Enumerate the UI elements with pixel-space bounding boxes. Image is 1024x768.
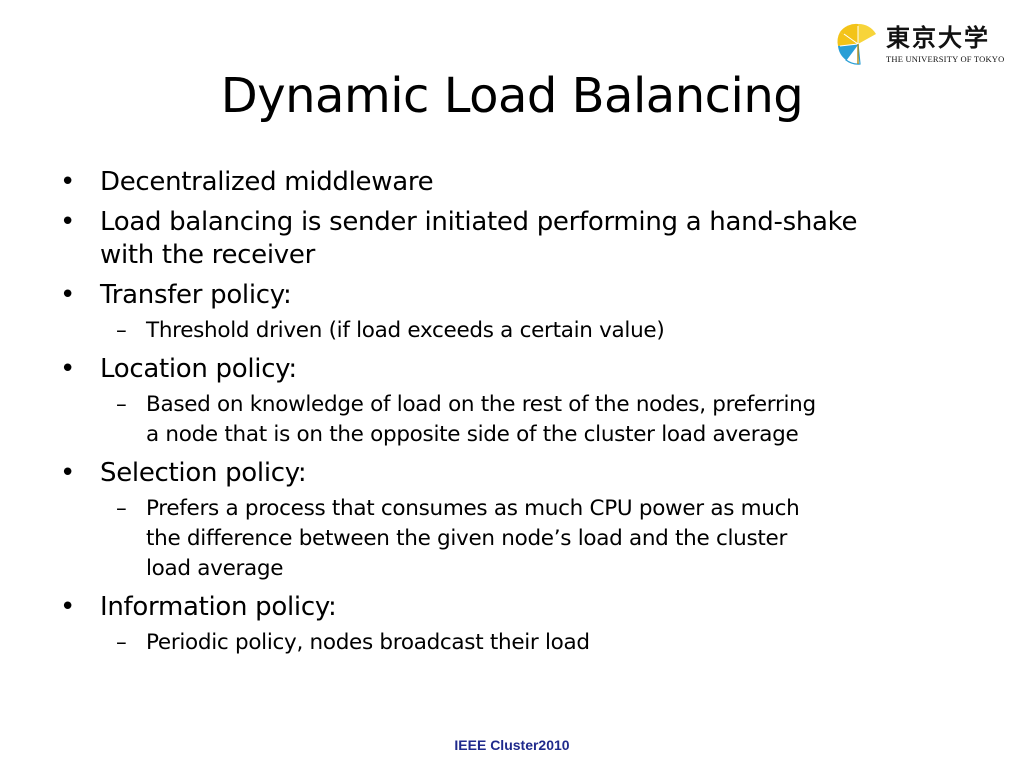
sub-bullet-text: load average [146, 556, 284, 581]
university-logo: 東京大学 THE UNIVERSITY OF TOKYO [836, 22, 1006, 70]
bullet-marker: • [60, 167, 76, 197]
sub-bullet-marker: – [116, 630, 127, 655]
sub-bullet-text: a node that is on the opposite side of t… [146, 422, 799, 447]
bullet-marker: • [60, 280, 76, 310]
bullet-marker: • [60, 458, 76, 488]
bullet-marker: • [60, 354, 76, 384]
bullet-text: Decentralized middleware [100, 167, 434, 197]
sub-bullet-text: Based on knowledge of load on the rest o… [146, 392, 816, 417]
bullet-marker: • [60, 592, 76, 622]
bullet-text: with the receiver [100, 240, 315, 270]
sub-bullet-text: Periodic policy, nodes broadcast their l… [146, 630, 590, 655]
sub-bullet-text: Prefers a process that consumes as much … [146, 496, 800, 521]
sub-bullet-marker: – [116, 392, 127, 417]
sub-bullet-text: Threshold driven (if load exceeds a cert… [146, 318, 665, 343]
bullet-text: Selection policy: [100, 458, 307, 488]
slide-footer: IEEE Cluster2010 [454, 737, 570, 753]
bullet-text: Load balancing is sender initiated perfo… [100, 207, 858, 237]
sub-bullet-marker: – [116, 496, 127, 521]
sub-bullet-marker: – [116, 318, 127, 343]
bullet-text: Location policy: [100, 354, 297, 384]
logo-japanese-text: 東京大学 [886, 23, 990, 52]
sub-bullet-text: the difference between the given node’s … [146, 526, 787, 551]
slide-title: Dynamic Load Balancing [220, 68, 804, 124]
bullet-text: Information policy: [100, 592, 337, 622]
bullet-marker: • [60, 207, 76, 237]
ginkgo-leaf-icon [837, 23, 876, 65]
bullet-text: Transfer policy: [100, 280, 292, 310]
logo-english-text: THE UNIVERSITY OF TOKYO [886, 54, 1005, 64]
